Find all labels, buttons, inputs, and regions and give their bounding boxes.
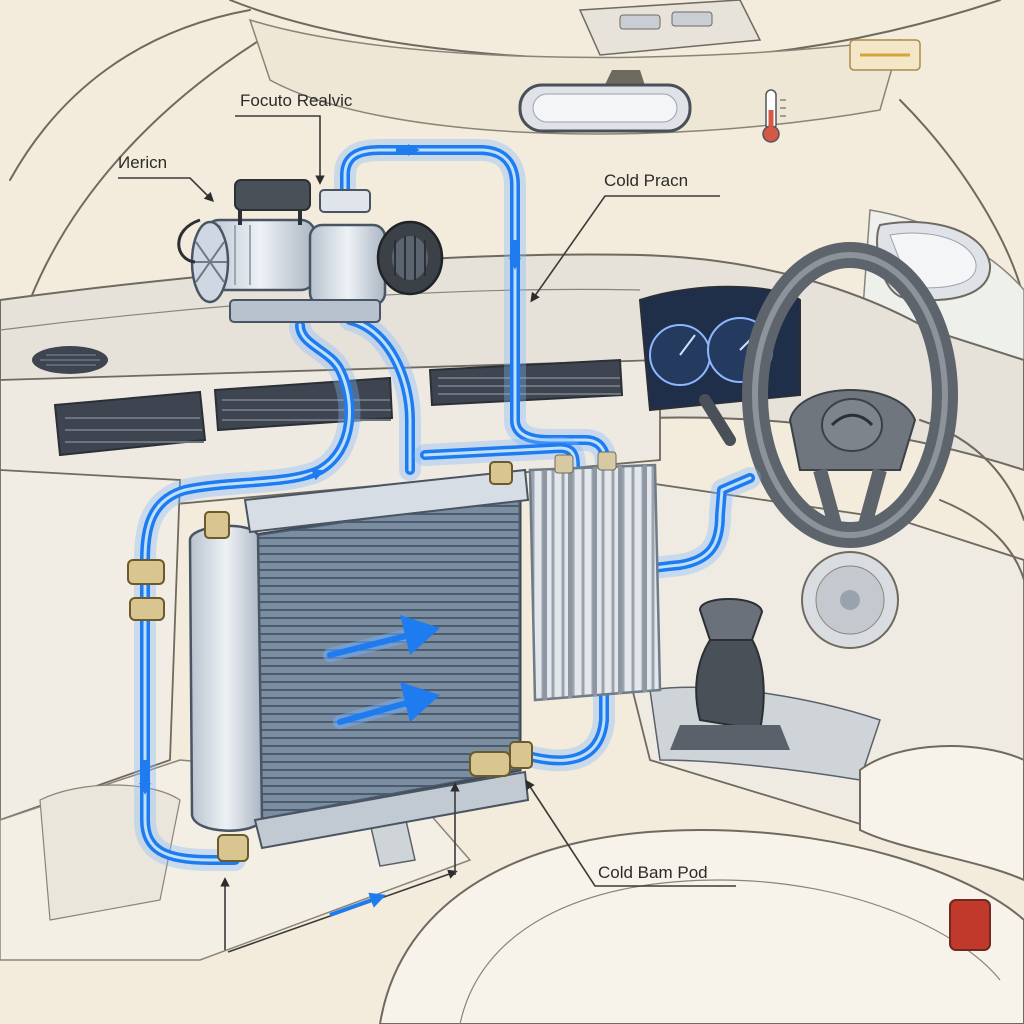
coolant-pipe-4-pipe-hi — [423, 446, 577, 472]
overhead-console — [578, 0, 921, 71]
callout-bottom: Cold Bam Pod — [525, 779, 736, 887]
airflow-arrows — [139, 144, 521, 795]
label-focuto-realvic: Focuto Realvic — [240, 91, 353, 110]
rearview-mirror-icon — [518, 70, 692, 133]
fittings — [127, 461, 533, 862]
steering-wheel-icon — [699, 242, 958, 548]
label-nerien: Иeriсn — [118, 153, 167, 172]
coolant-pipe-2-pipe-hi — [143, 323, 351, 862]
condenser-icon — [528, 451, 662, 702]
callout-left: Иeriсn — [118, 153, 215, 203]
dimension-arrows — [220, 782, 460, 953]
compressor-icon — [177, 179, 444, 323]
front-seat — [378, 745, 1024, 1024]
label-cold-pracn: Cold Praсn — [604, 171, 688, 190]
thermometer-icon — [762, 89, 786, 143]
label-cold-bam-pod: Cold Bam Pod — [598, 863, 708, 882]
door-speaker-icon — [801, 551, 899, 649]
callout-right: Cold Praсn — [530, 171, 720, 303]
gear-shifter-icon — [670, 598, 790, 750]
coolant-pipe-1-pipe-hi — [343, 148, 608, 467]
coolant-pipe-3-pipe-hi — [348, 318, 412, 472]
callout-top: Focuto Realvic — [235, 91, 353, 185]
